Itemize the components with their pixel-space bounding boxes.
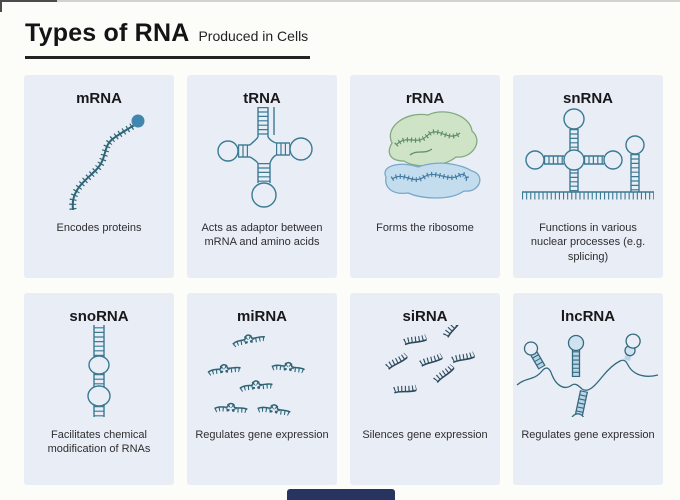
rna-card-snrna: snRNA Functions in bbox=[513, 75, 663, 278]
card-title: miRNA bbox=[236, 308, 287, 325]
rna-card-mrna: mRNA Encodes proteins bbox=[24, 75, 174, 278]
card-description: Forms the ribosome bbox=[376, 222, 474, 234]
card-title: snRNA bbox=[562, 90, 613, 107]
card-title: rRNA bbox=[405, 90, 445, 107]
card-description: Facilitates chemical modification of RNA… bbox=[47, 429, 151, 456]
rna-card-rrna: rRNA Forms the ribosome bbox=[350, 75, 500, 278]
page-subtitle: Produced in Cells bbox=[198, 28, 309, 44]
mirna-fragments-icon bbox=[187, 325, 337, 417]
card-description: Acts as adaptor between mRNA and amino a… bbox=[201, 222, 323, 249]
card-description: Functions in various nuclear processes (… bbox=[530, 222, 646, 263]
card-title: lncRNA bbox=[560, 308, 616, 325]
card-description: Encodes proteins bbox=[56, 222, 142, 234]
trna-cloverleaf-icon bbox=[187, 107, 337, 210]
snorna-hairpin-icon bbox=[24, 325, 174, 417]
lncrna-strand-icon bbox=[513, 325, 663, 417]
ribosome-icon bbox=[350, 107, 500, 210]
bottom-progress-bar bbox=[287, 489, 395, 500]
rna-cards-grid: mRNA Encodes proteins tRNA bbox=[24, 75, 663, 485]
card-title: siRNA bbox=[402, 308, 448, 325]
top-border-dark-segment bbox=[0, 0, 57, 2]
rna-card-snorna: snoRNA Facilitates chemical modification… bbox=[24, 293, 174, 485]
sirna-fragments-icon bbox=[350, 325, 500, 417]
top-border-line bbox=[0, 0, 680, 2]
rna-card-lncrna: lncRNA bbox=[513, 293, 663, 485]
mrna-strand-icon bbox=[24, 107, 174, 210]
page-title: Types of RNA bbox=[25, 19, 190, 47]
snrna-stemloop-icon bbox=[513, 107, 663, 210]
card-description: Regulates gene expression bbox=[521, 429, 655, 441]
card-description: Regulates gene expression bbox=[195, 429, 329, 441]
left-edge-mark bbox=[0, 0, 2, 12]
rna-card-trna: tRNA Acts as adaptor between bbox=[187, 75, 337, 278]
rna-card-mirna: miRNA bbox=[187, 293, 337, 485]
page-header: Types of RNA Produced in Cells bbox=[25, 19, 311, 59]
rna-card-sirna: siRNA bbox=[350, 293, 500, 485]
card-title: snoRNA bbox=[69, 308, 129, 325]
card-title: tRNA bbox=[243, 90, 281, 107]
card-title: mRNA bbox=[76, 90, 122, 107]
card-description: Silences gene expression bbox=[362, 429, 488, 441]
